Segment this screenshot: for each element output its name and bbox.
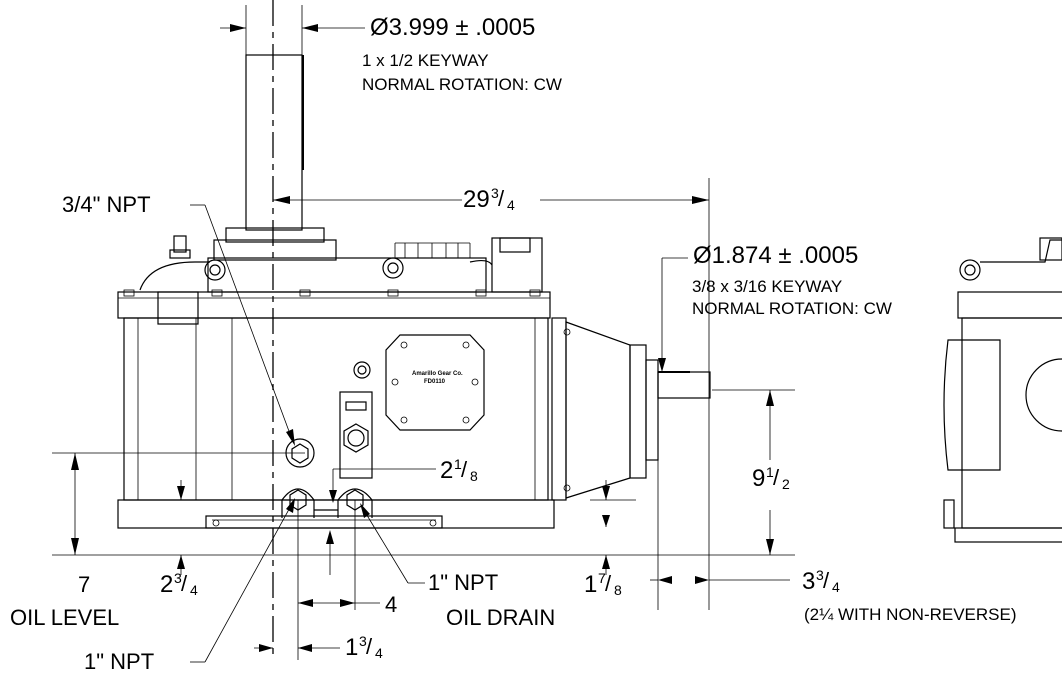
oil-drain-label: OIL DRAIN [446, 605, 556, 630]
dim-29-3-4-num: 3 [491, 185, 499, 201]
output-shaft-keyway: 1 x 1/2 KEYWAY [362, 51, 489, 70]
leader-lines [190, 204, 688, 663]
extension-lines [52, 5, 795, 660]
bottom-npt-callout: 1" NPT [84, 649, 155, 674]
dim-2-1-8-den: 8 [470, 468, 478, 484]
top-cover [139, 227, 543, 293]
top-npt-callout: 3/4" NPT [62, 192, 151, 217]
dim-3-3-4-whole: 3 [802, 568, 816, 595]
dim-29-3-4: 29 3 / 4 [463, 185, 515, 213]
dim-2-1-8: 2 1 / 8 [440, 456, 478, 484]
dim-1-3-4-whole: 1 [345, 634, 359, 661]
dim-4: 4 [385, 592, 398, 617]
output-shaft-diameter: Ø3.999 ± .0005 [370, 14, 536, 41]
dim-9-1-2-num: 1 [766, 464, 774, 480]
oil-level-dimension: 7 [78, 572, 91, 597]
dim-2-1-8-num: 1 [454, 456, 462, 472]
input-housing [551, 317, 711, 501]
dimension-lines [71, 24, 790, 652]
drain-npt-callout: 1" NPT [428, 570, 499, 595]
dim-29-3-4-whole: 29 [463, 186, 490, 213]
dim-1-3-4: 1 3 / 4 [345, 633, 383, 661]
input-shaft-diameter: Ø1.874 ± .0005 [693, 242, 859, 269]
nameplate [385, 334, 485, 431]
body-fittings [281, 361, 373, 518]
dim-9-1-2-den: 2 [782, 476, 790, 492]
dim-9-1-2: 9 1 / 2 [752, 464, 790, 492]
dim-1-3-4-num: 3 [359, 633, 367, 649]
dim-29-3-4-den: 4 [507, 197, 515, 213]
nameplate-line1: Amarillo Gear Co. [412, 371, 463, 377]
dim-1-7-8-num: 7 [598, 570, 606, 586]
dim-2-3-4-den: 4 [190, 582, 198, 598]
output-shaft-rotation: NORMAL ROTATION: CW [362, 75, 562, 94]
dim-9-1-2-whole: 9 [752, 465, 766, 492]
non-reverse-note: (2¼ WITH NON-REVERSE) [804, 605, 1017, 624]
dim-3-3-4-num: 3 [816, 567, 824, 583]
dim-2-3-4-whole: 2 [160, 571, 174, 598]
gearbox-housing [117, 289, 555, 529]
dim-1-7-8-den: 8 [614, 582, 622, 598]
input-shaft-rotation: NORMAL ROTATION: CW [692, 299, 892, 318]
nameplate-line2: FD0110 [424, 379, 446, 385]
dim-2-3-4: 2 3 / 4 [160, 570, 198, 598]
dim-2-1-8-whole: 2 [440, 457, 454, 484]
dim-1-7-8: 1 7 / 8 [584, 570, 622, 598]
dim-3-3-4: 3 3 / 4 [802, 567, 840, 595]
dim-1-7-8-whole: 1 [584, 571, 598, 598]
output-shaft [245, 0, 304, 660]
dim-3-3-4-den: 4 [832, 579, 840, 595]
side-view-partial [943, 237, 1062, 543]
dim-1-3-4-den: 4 [375, 645, 383, 661]
dim-2-3-4-num: 3 [174, 570, 182, 586]
input-shaft-keyway: 3/8 x 3/16 KEYWAY [692, 277, 843, 296]
oil-level-label: OIL LEVEL [10, 605, 120, 630]
